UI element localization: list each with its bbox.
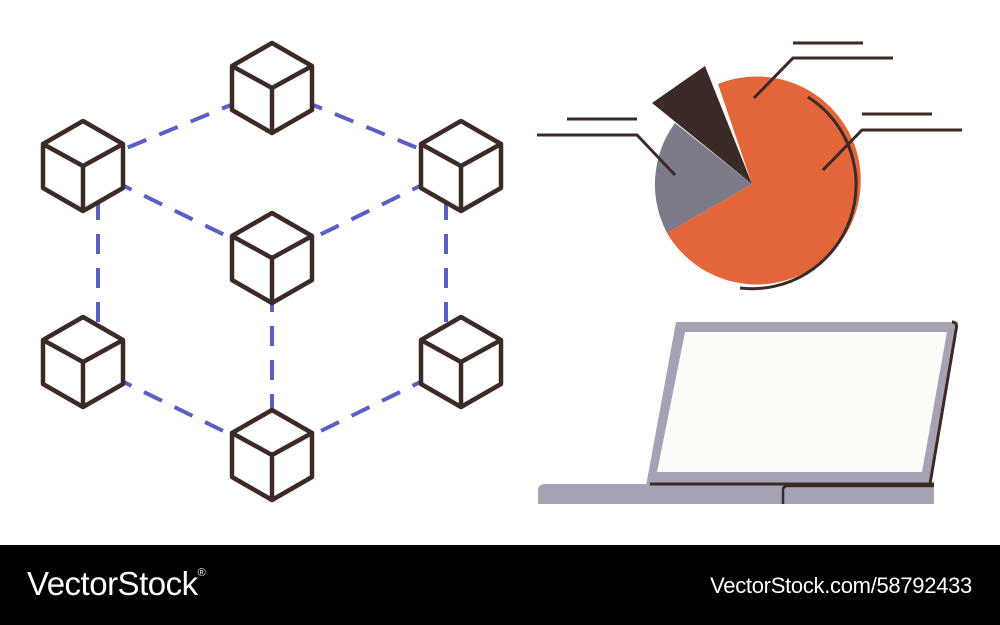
pie-slice-grey	[654, 123, 752, 233]
cube-icon	[43, 317, 123, 407]
laptop-icon	[538, 320, 958, 504]
brand-name: VectorStock	[27, 565, 198, 602]
laptop-trackpad-notch	[781, 484, 934, 504]
watermark-bar: VectorStock® VectorStock.com/58792433	[0, 545, 1000, 625]
cube-icon	[421, 121, 501, 211]
illustration	[0, 0, 962, 504]
network-nodes	[43, 43, 501, 500]
pie-outline	[739, 95, 858, 291]
laptop-screen	[657, 332, 947, 472]
image-url: VectorStock.com/58792433	[710, 573, 972, 598]
brand-logo: VectorStock®	[27, 565, 206, 603]
cube-icon	[232, 410, 312, 500]
callout-line	[537, 133, 677, 177]
laptop-base	[538, 484, 934, 504]
pie-slice-main	[667, 76, 861, 285]
cube-icon	[232, 213, 312, 303]
cube-icon	[43, 121, 123, 211]
cube-icon	[421, 317, 501, 407]
callout-line	[821, 128, 962, 172]
pie-callouts	[537, 41, 962, 177]
pie-chart-icon	[537, 41, 962, 291]
brand-registered-mark: ®	[197, 567, 206, 579]
cube-icon	[232, 43, 312, 133]
laptop-screen-edge	[928, 320, 958, 485]
callout-line	[752, 56, 893, 100]
pie-slice-dark	[652, 66, 752, 184]
